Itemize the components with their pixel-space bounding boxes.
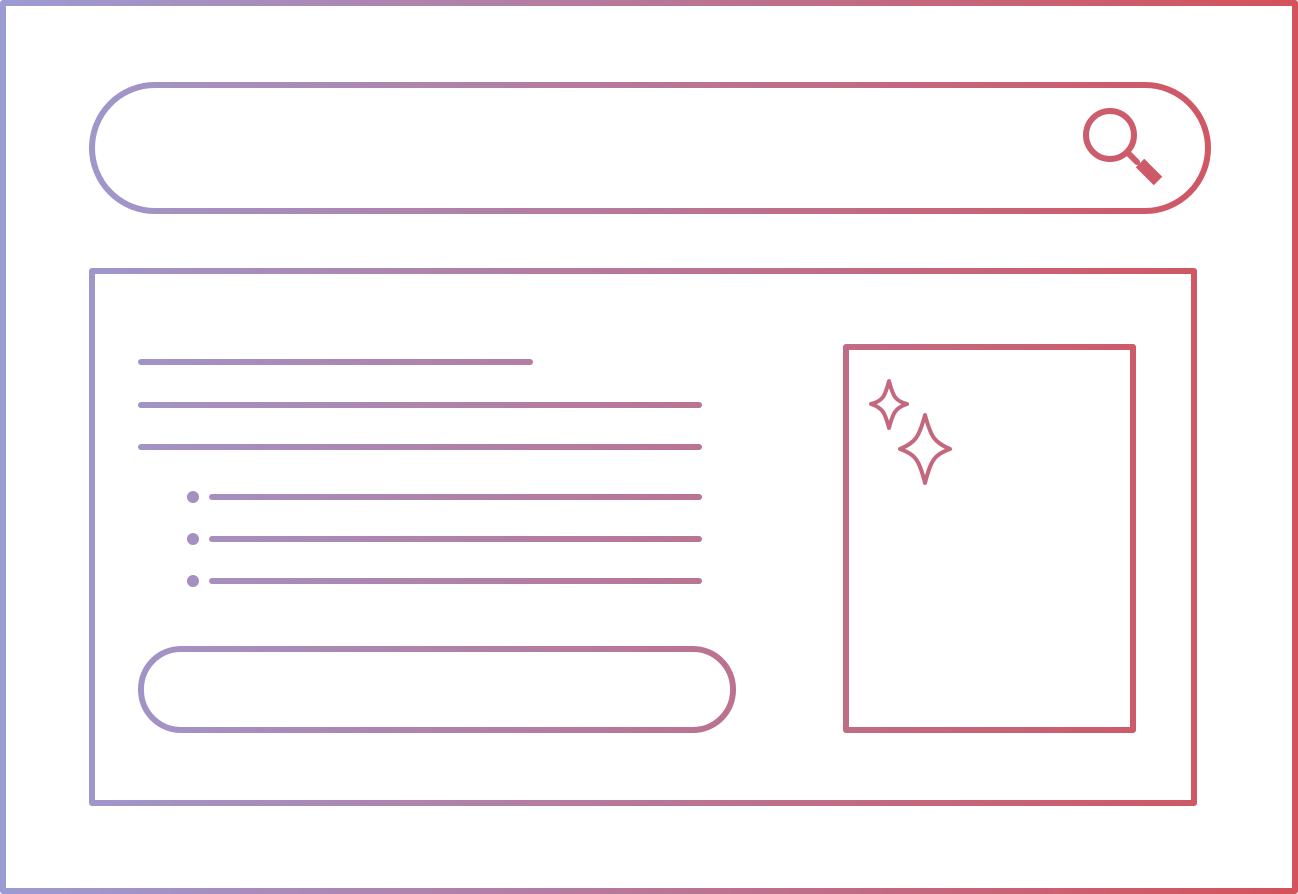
bullet-dot — [187, 491, 199, 503]
content-panel — [89, 268, 1197, 806]
sparkle-icon — [869, 379, 909, 430]
sparkle-icon — [898, 413, 952, 485]
bullet-dot — [187, 575, 199, 587]
bullet-list — [187, 491, 702, 587]
search-bar[interactable] — [89, 82, 1211, 214]
action-button[interactable] — [138, 646, 736, 733]
bullet-dot — [187, 533, 199, 545]
search-input[interactable] — [89, 82, 1211, 214]
search-icon[interactable] — [1083, 108, 1163, 186]
image-placeholder — [843, 344, 1136, 733]
